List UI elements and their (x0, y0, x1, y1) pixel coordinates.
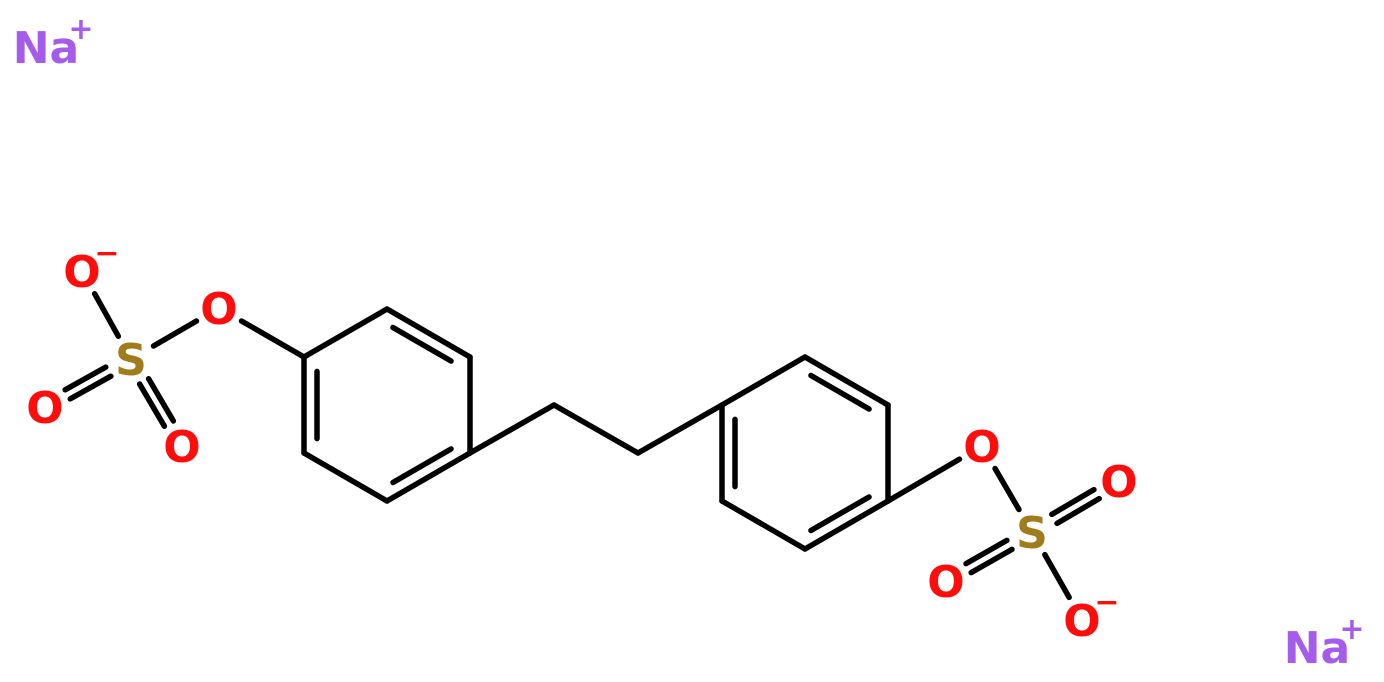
bond-line (635, 402, 725, 456)
oxygen-atom-label: O (63, 247, 100, 298)
oxygen-atom-label: O (927, 557, 964, 608)
minus-charge-label: − (1094, 585, 1119, 620)
sulfur-atom-label: S (115, 335, 147, 386)
bond-line (968, 546, 1015, 576)
bond-line (885, 456, 963, 504)
bond-line (136, 381, 168, 429)
bond-line (802, 354, 891, 408)
sodium-ion-label: Na (13, 23, 80, 74)
bond-line (992, 465, 1022, 513)
plus-charge-label: + (1339, 612, 1364, 647)
bond-line (963, 537, 1010, 567)
bond-line (390, 324, 454, 364)
oxygen-atom-label: O (963, 422, 1000, 473)
oxygen-atom-label: O (1100, 457, 1137, 508)
bond-line (301, 306, 390, 360)
sodium-ion-label: Na (1284, 623, 1351, 674)
bond-line (91, 290, 122, 340)
bond-line (1049, 486, 1097, 518)
sulfur-atom-label: S (1016, 508, 1048, 559)
bond-line (808, 372, 872, 412)
bond-line (802, 498, 891, 552)
bond-line (551, 402, 641, 456)
bond-line (467, 402, 557, 456)
bond-line (150, 318, 200, 349)
bond-line (719, 498, 808, 552)
bond-line (1042, 551, 1072, 601)
bond-line (1054, 495, 1102, 527)
oxygen-atom-label: O (200, 284, 237, 335)
bond-line (390, 446, 454, 486)
bond-line (301, 450, 390, 504)
oxygen-atom-label: O (163, 422, 200, 473)
bond-line (67, 373, 114, 402)
oxygen-atom-label: O (1063, 596, 1100, 647)
bond-line (384, 306, 473, 360)
plus-charge-label: + (68, 12, 93, 47)
bond-line (238, 318, 307, 360)
bond-line (62, 364, 109, 393)
minus-charge-label: − (94, 236, 119, 271)
bond-line (719, 354, 808, 408)
oxygen-atom-label: O (26, 383, 63, 434)
bond-line (145, 376, 177, 424)
bond-line (808, 494, 872, 534)
bond-line (384, 450, 473, 504)
